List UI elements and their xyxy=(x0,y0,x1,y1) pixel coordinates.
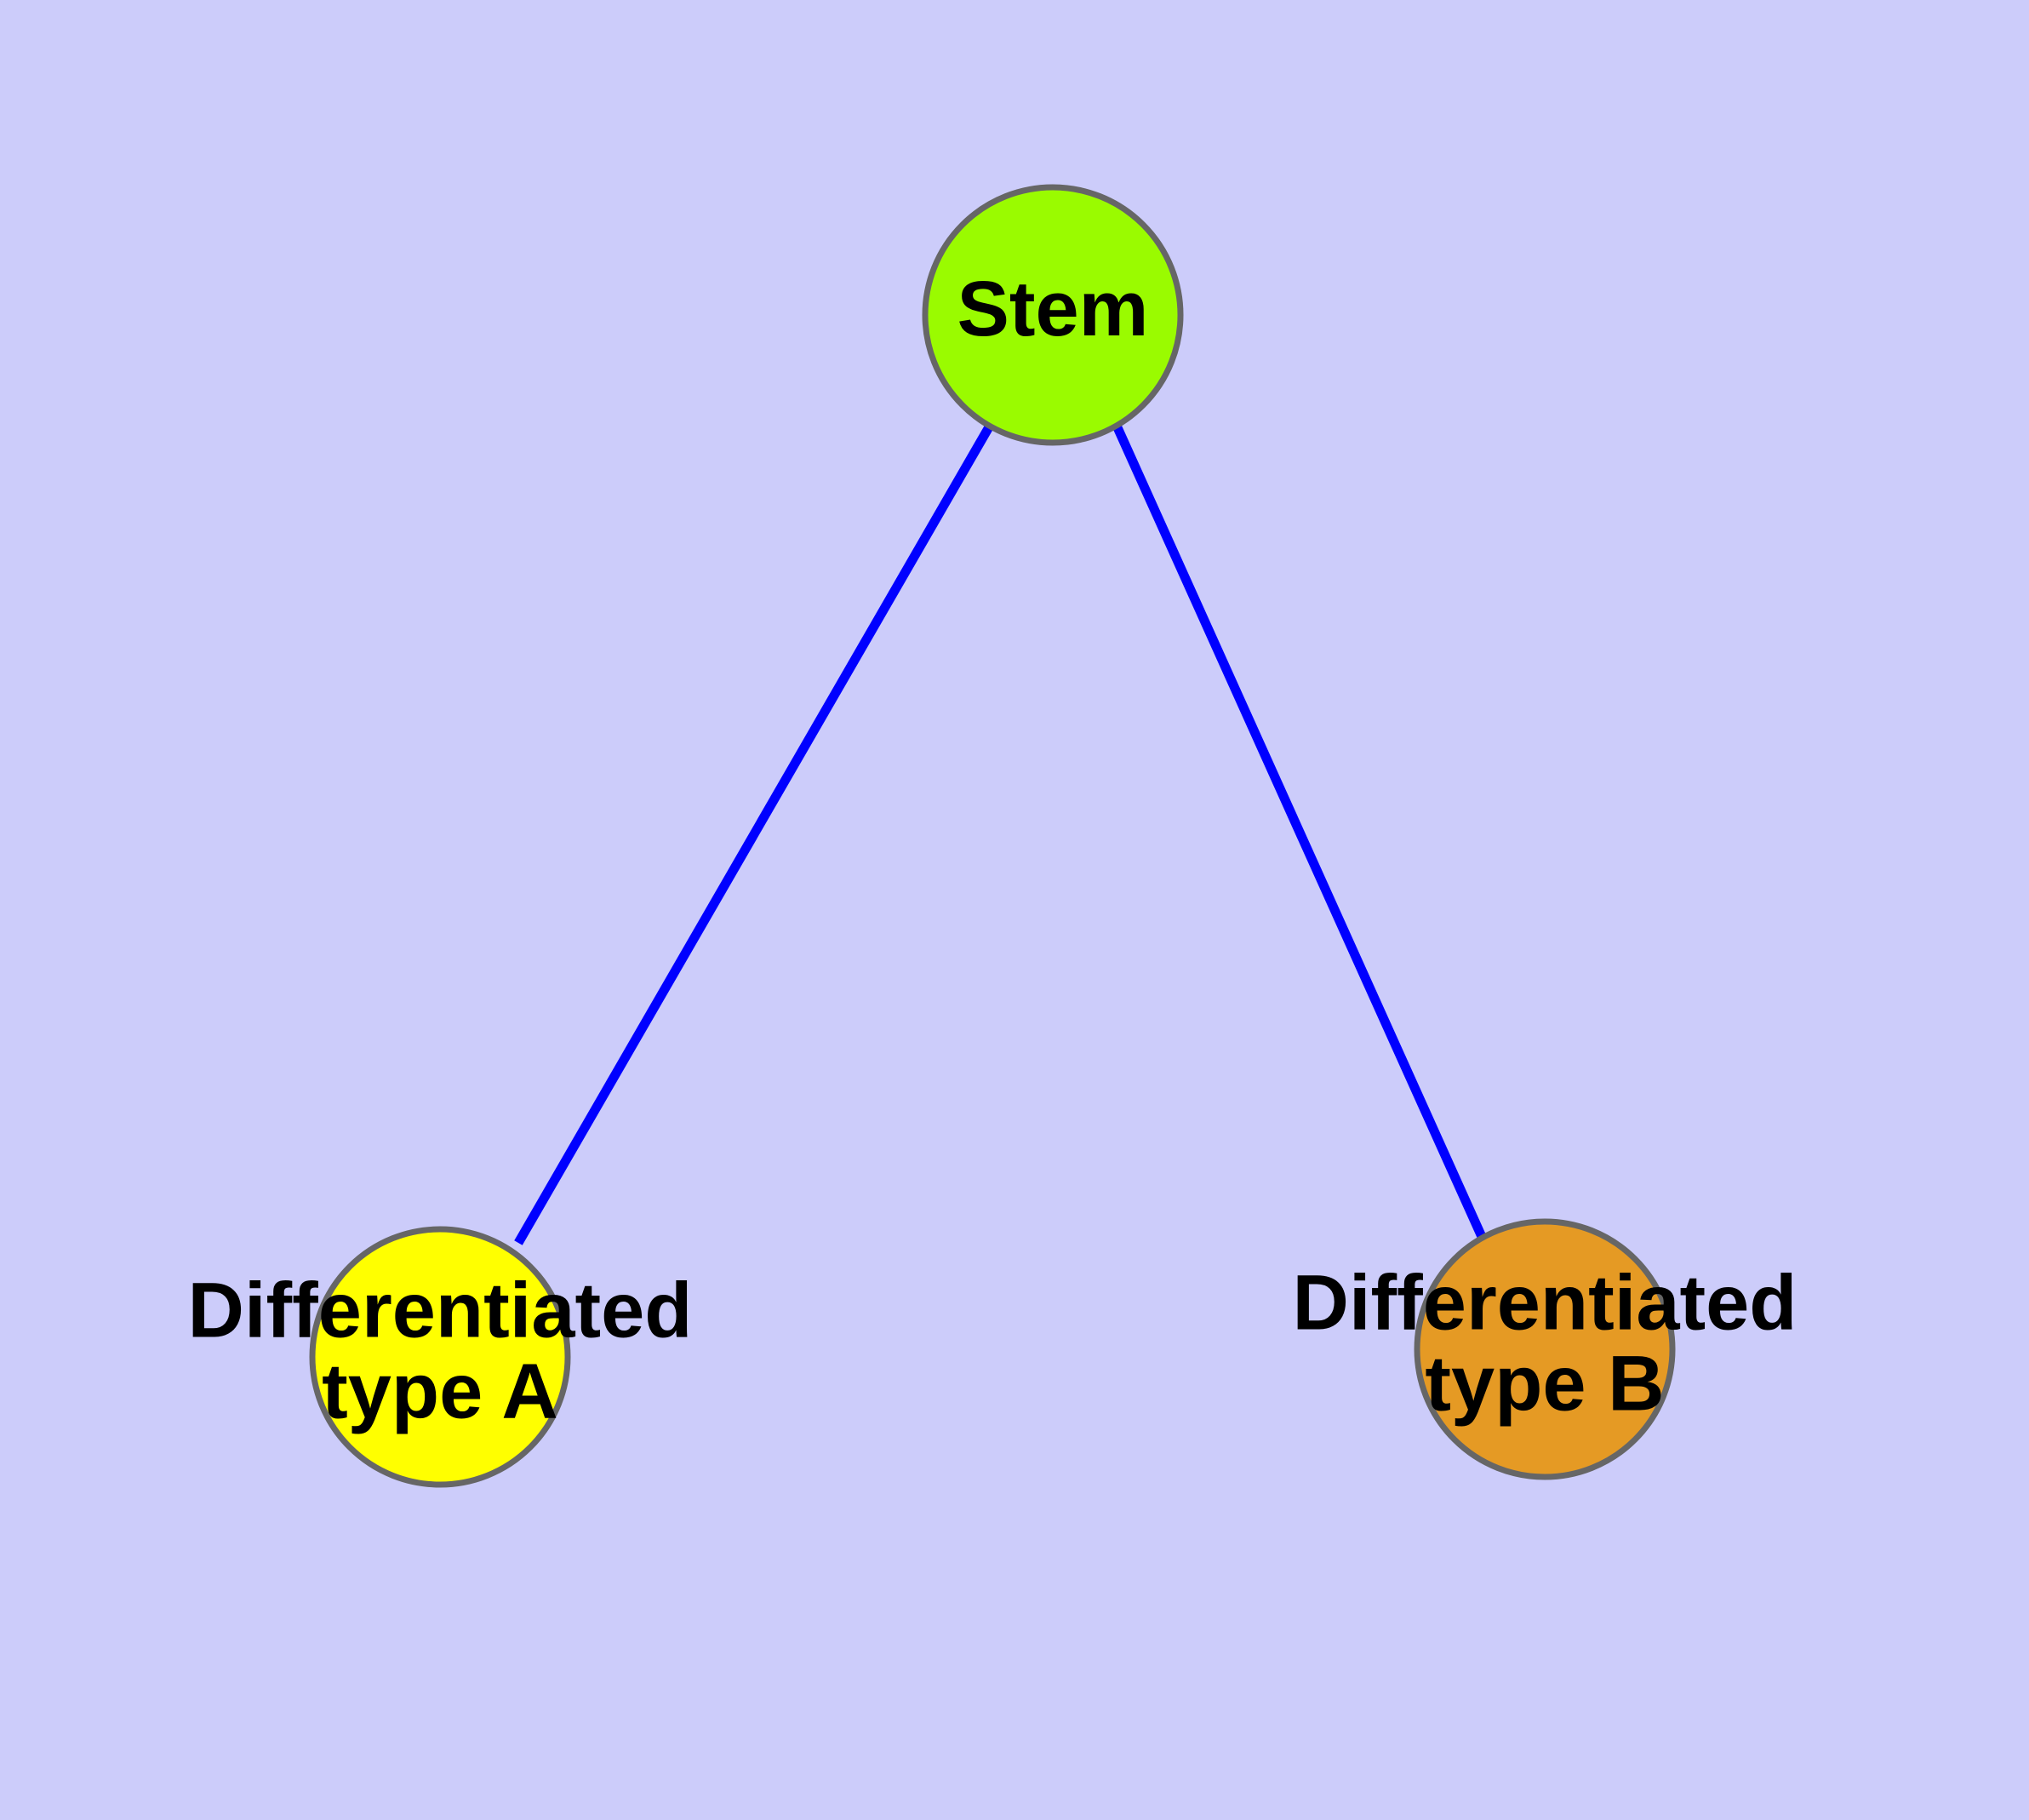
node-diff-a[interactable] xyxy=(309,1226,571,1488)
node-label-diff-a: type A xyxy=(322,1348,558,1435)
node-diff-b[interactable] xyxy=(1414,1218,1676,1480)
edge-stem-to-diff-a[interactable] xyxy=(514,423,994,1245)
nodes-group xyxy=(309,184,1676,1488)
edges-group xyxy=(514,423,1488,1245)
node-label-diff-b: type B xyxy=(1425,1341,1664,1428)
node-label-diff-b: Differentiated xyxy=(1293,1260,1798,1347)
node-stem[interactable] xyxy=(922,184,1184,446)
edge-stem-to-diff-b[interactable] xyxy=(1112,423,1488,1241)
node-label-stem: Stem xyxy=(957,266,1149,352)
node-label-diff-a: Differentiated xyxy=(188,1268,693,1354)
